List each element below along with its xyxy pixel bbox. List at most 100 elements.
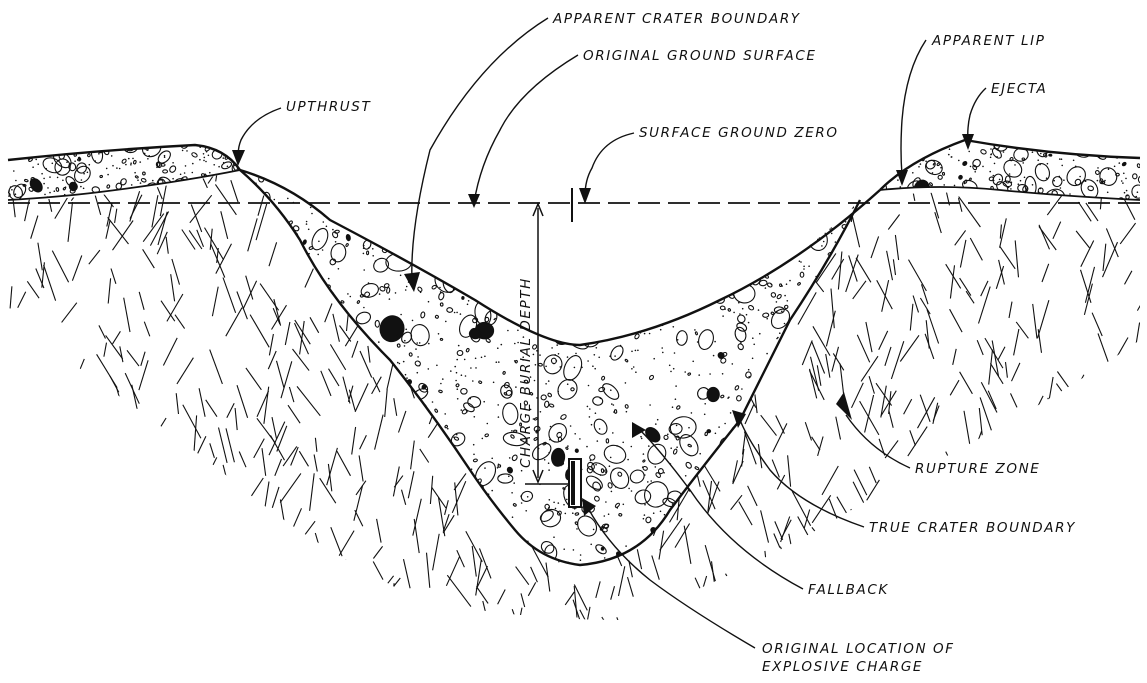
grain: [470, 367, 472, 369]
hatch-stroke: [114, 605, 124, 623]
hatch-stroke: [300, 321, 305, 354]
hatch-stroke: [71, 396, 79, 411]
pebble: [383, 434, 389, 440]
hatch-stroke: [337, 451, 351, 476]
grain: [383, 371, 385, 373]
hatch-stroke: [334, 559, 339, 588]
grain: [651, 167, 653, 169]
hatch-stroke: [297, 386, 320, 415]
grain: [445, 321, 447, 323]
grain: [459, 562, 461, 564]
grain: [1126, 190, 1128, 192]
grain: [699, 453, 701, 455]
grain: [363, 307, 365, 309]
pebble: [962, 161, 968, 166]
hatch-stroke: [167, 294, 183, 321]
hatch-stroke: [813, 612, 827, 639]
grain: [697, 279, 699, 281]
pebble: [575, 449, 578, 453]
pebble: [398, 395, 402, 401]
pebble: [785, 345, 792, 352]
grain: [152, 180, 154, 182]
grain: [397, 452, 399, 454]
grain: [292, 491, 294, 493]
pebble: [135, 175, 138, 178]
hatch-stroke: [1055, 391, 1063, 403]
hatch-stroke: [1100, 558, 1111, 594]
grain: [333, 427, 335, 429]
hatch-stroke: [910, 304, 913, 331]
grain: [802, 483, 804, 485]
grain: [733, 520, 735, 522]
hatch-stroke: [460, 394, 466, 419]
hatch-stroke: [976, 431, 981, 446]
grain: [928, 145, 930, 147]
grain: [268, 530, 270, 532]
grain: [553, 536, 555, 538]
pebble: [743, 266, 753, 277]
hatch-stroke: [342, 204, 346, 223]
grain: [658, 187, 660, 189]
grain: [676, 446, 678, 448]
pebble: [766, 404, 774, 411]
grain: [780, 193, 782, 195]
grain: [509, 172, 511, 174]
grain: [612, 276, 614, 278]
hatch-stroke: [272, 417, 277, 439]
grain: [206, 151, 208, 153]
pebble: [377, 313, 407, 344]
grain: [1031, 144, 1033, 146]
pebble: [829, 563, 832, 566]
hatch-stroke: [525, 162, 538, 186]
grain: [450, 370, 452, 372]
grain: [426, 469, 428, 471]
grain: [617, 507, 619, 509]
grain: [545, 309, 547, 311]
hatch-stroke: [625, 426, 634, 447]
grain: [203, 160, 205, 162]
grain: [792, 364, 794, 366]
grain: [106, 146, 108, 148]
hatch-stroke: [243, 501, 253, 522]
grain: [284, 409, 286, 411]
pebble: [271, 282, 288, 300]
grain: [375, 260, 377, 262]
grain: [547, 270, 549, 272]
grain: [715, 462, 717, 464]
hatch-stroke: [223, 278, 236, 313]
hatch-stroke: [522, 202, 529, 219]
grain: [780, 262, 782, 264]
grain: [599, 428, 601, 430]
grain: [318, 241, 320, 243]
grain: [470, 496, 472, 498]
pebble: [438, 292, 445, 300]
hatch-stroke: [270, 163, 276, 193]
hatch-stroke: [655, 195, 665, 229]
pebble: [41, 155, 64, 175]
grain: [263, 396, 265, 398]
grain: [49, 176, 51, 178]
pebble: [736, 395, 741, 401]
hatch-stroke: [269, 242, 277, 266]
pebble: [847, 558, 852, 563]
hatch-stroke: [321, 371, 331, 396]
pebble: [293, 434, 300, 443]
pebble: [467, 288, 471, 292]
hatch-stroke: [285, 322, 290, 345]
pebble: [368, 482, 393, 506]
hatch-stroke: [408, 294, 413, 311]
grain: [111, 193, 113, 195]
pebble: [796, 205, 799, 208]
pebble: [514, 430, 517, 432]
pebble: [687, 510, 692, 516]
hatch-stroke: [407, 285, 419, 323]
pebble: [707, 387, 719, 401]
grain: [249, 411, 251, 413]
pebble: [533, 178, 539, 184]
grain: [286, 418, 288, 420]
grain: [715, 433, 717, 435]
grain: [1053, 180, 1055, 182]
hatch-stroke: [837, 183, 856, 211]
pebble: [440, 338, 443, 340]
grain: [440, 231, 442, 233]
